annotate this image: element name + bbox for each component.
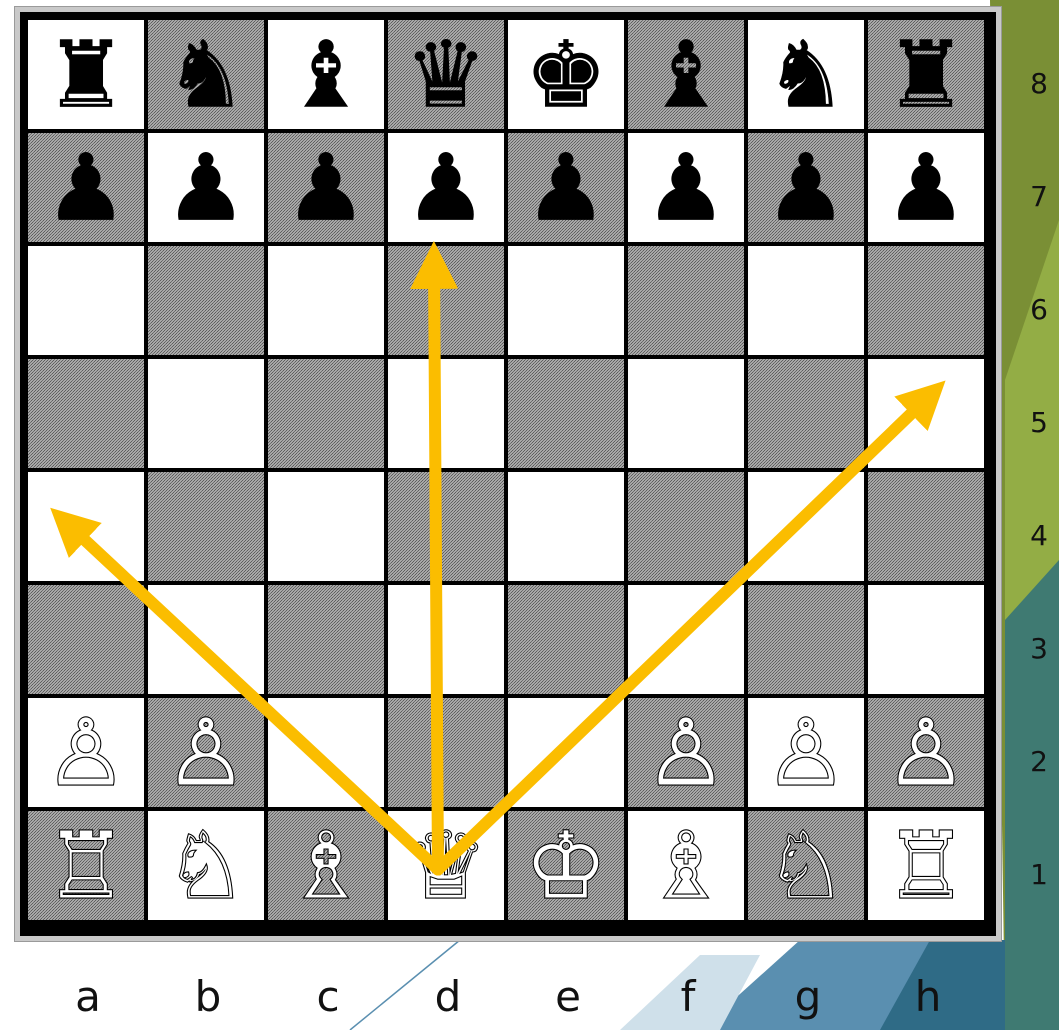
file-label-b: b (178, 976, 238, 1018)
piece-white-b-f1[interactable]: ♗ (645, 813, 727, 920)
square-d6[interactable] (388, 246, 504, 355)
file-label-c: c (298, 976, 358, 1018)
file-label-f: f (658, 976, 718, 1018)
square-e4[interactable] (508, 472, 624, 581)
piece-black-n-b8[interactable]: ♞ (165, 22, 247, 129)
file-label-g: g (778, 976, 838, 1018)
rank-label-4: 4 (1024, 522, 1054, 550)
rank-label-8: 8 (1024, 70, 1054, 98)
square-g4[interactable] (748, 472, 864, 581)
piece-black-p-b7[interactable]: ♟ (165, 135, 247, 242)
square-g5[interactable] (748, 359, 864, 468)
piece-white-r-h1[interactable]: ♖ (885, 813, 967, 920)
square-d3[interactable] (388, 585, 504, 694)
piece-white-n-g1[interactable]: ♘ (765, 813, 847, 920)
square-c4[interactable] (268, 472, 384, 581)
piece-black-p-h7[interactable]: ♟ (885, 135, 967, 242)
file-label-d: d (418, 976, 478, 1018)
square-e3[interactable] (508, 585, 624, 694)
chess-board: ♜♞♝♛♚♝♞♜♟♟♟♟♟♟♟♟♙♙♙♙♙♖♘♗♕♔♗♘♖ (20, 12, 996, 936)
square-b3[interactable] (148, 585, 264, 694)
square-c5[interactable] (268, 359, 384, 468)
file-label-e: e (538, 976, 598, 1018)
piece-white-b-c1[interactable]: ♗ (285, 813, 367, 920)
piece-black-p-f7[interactable]: ♟ (645, 135, 727, 242)
file-label-h: h (898, 976, 958, 1018)
piece-white-k-e1[interactable]: ♔ (525, 813, 607, 920)
square-a3[interactable] (28, 585, 144, 694)
square-f3[interactable] (628, 585, 744, 694)
piece-white-p-a2[interactable]: ♙ (45, 700, 127, 807)
piece-black-n-g8[interactable]: ♞ (765, 22, 847, 129)
square-c3[interactable] (268, 585, 384, 694)
square-h4[interactable] (868, 472, 984, 581)
piece-white-n-b1[interactable]: ♘ (165, 813, 247, 920)
piece-white-p-g2[interactable]: ♙ (765, 700, 847, 807)
square-e2[interactable] (508, 698, 624, 807)
square-a6[interactable] (28, 246, 144, 355)
square-f5[interactable] (628, 359, 744, 468)
piece-black-p-e7[interactable]: ♟ (525, 135, 607, 242)
piece-black-b-c8[interactable]: ♝ (285, 22, 367, 129)
square-b5[interactable] (148, 359, 264, 468)
rank-label-1: 1 (1024, 861, 1054, 889)
square-d2[interactable] (388, 698, 504, 807)
board-grid: ♜♞♝♛♚♝♞♜♟♟♟♟♟♟♟♟♙♙♙♙♙♖♘♗♕♔♗♘♖ (20, 12, 996, 936)
square-g6[interactable] (748, 246, 864, 355)
piece-black-p-g7[interactable]: ♟ (765, 135, 847, 242)
piece-white-p-f2[interactable]: ♙ (645, 700, 727, 807)
square-e5[interactable] (508, 359, 624, 468)
piece-black-p-a7[interactable]: ♟ (45, 135, 127, 242)
square-h5[interactable] (868, 359, 984, 468)
file-label-a: a (58, 976, 118, 1018)
rank-label-3: 3 (1024, 635, 1054, 663)
piece-black-p-c7[interactable]: ♟ (285, 135, 367, 242)
square-d5[interactable] (388, 359, 504, 468)
piece-black-q-d8[interactable]: ♛ (405, 22, 487, 129)
piece-black-b-f8[interactable]: ♝ (645, 22, 727, 129)
rank-label-6: 6 (1024, 296, 1054, 324)
rank-label-2: 2 (1024, 748, 1054, 776)
square-b6[interactable] (148, 246, 264, 355)
square-g3[interactable] (748, 585, 864, 694)
square-h6[interactable] (868, 246, 984, 355)
piece-black-p-d7[interactable]: ♟ (405, 135, 487, 242)
piece-white-p-h2[interactable]: ♙ (885, 700, 967, 807)
square-d4[interactable] (388, 472, 504, 581)
bg-teal-facet (1005, 560, 1059, 1030)
square-f6[interactable] (628, 246, 744, 355)
piece-white-r-a1[interactable]: ♖ (45, 813, 127, 920)
piece-black-r-a8[interactable]: ♜ (45, 22, 127, 129)
rank-label-5: 5 (1024, 409, 1054, 437)
piece-black-k-e8[interactable]: ♚ (525, 22, 607, 129)
piece-white-p-b2[interactable]: ♙ (165, 700, 247, 807)
piece-white-q-d1[interactable]: ♕ (405, 813, 487, 920)
square-h3[interactable] (868, 585, 984, 694)
square-c6[interactable] (268, 246, 384, 355)
square-c2[interactable] (268, 698, 384, 807)
square-f4[interactable] (628, 472, 744, 581)
rank-label-7: 7 (1024, 183, 1054, 211)
square-a4[interactable] (28, 472, 144, 581)
piece-black-r-h8[interactable]: ♜ (885, 22, 967, 129)
square-e6[interactable] (508, 246, 624, 355)
square-a5[interactable] (28, 359, 144, 468)
square-b4[interactable] (148, 472, 264, 581)
